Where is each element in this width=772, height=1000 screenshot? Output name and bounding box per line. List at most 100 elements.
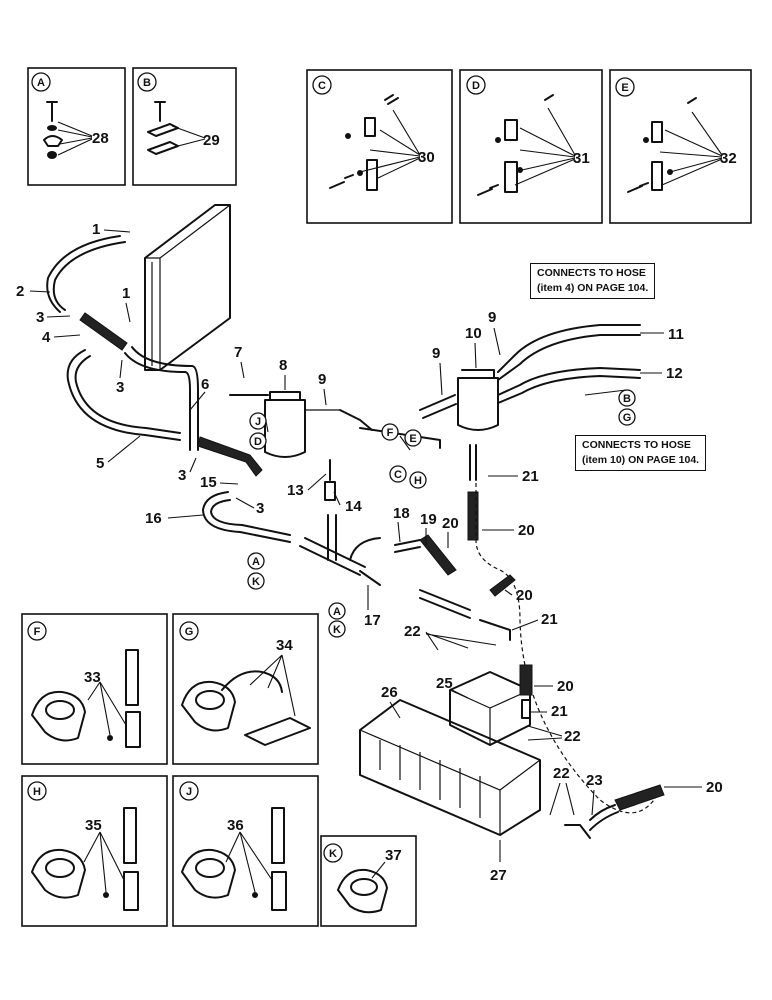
hose-note-item-10: CONNECTS TO HOSE (item 10) ON PAGE 104. bbox=[575, 435, 707, 471]
clamp-icon bbox=[181, 670, 311, 746]
cooler-lines bbox=[46, 235, 381, 586]
svg-text:A: A bbox=[252, 556, 260, 568]
reference-letters: J D F E C H B G A K A K bbox=[247, 389, 636, 638]
filter-10 bbox=[419, 324, 641, 431]
svg-text:1: 1 bbox=[92, 221, 100, 238]
mounting-bracket-icon bbox=[329, 94, 399, 191]
mounting-bracket-icon bbox=[477, 94, 554, 196]
mounting-bracket-icon bbox=[627, 97, 697, 193]
svg-text:30: 30 bbox=[418, 149, 435, 166]
inset-k: K 37 bbox=[320, 835, 417, 927]
svg-text:H: H bbox=[414, 475, 422, 487]
svg-text:28: 28 bbox=[92, 130, 109, 147]
svg-text:27: 27 bbox=[490, 867, 507, 884]
note-line: CONNECTS TO HOSE bbox=[537, 267, 646, 279]
svg-text:21: 21 bbox=[551, 703, 568, 720]
svg-text:6: 6 bbox=[201, 376, 209, 393]
svg-text:21: 21 bbox=[541, 611, 558, 628]
svg-text:5: 5 bbox=[96, 455, 104, 472]
svg-text:9: 9 bbox=[488, 309, 496, 326]
filter-8 bbox=[229, 391, 340, 458]
inset-j: J 36 bbox=[172, 775, 319, 927]
svg-text:1: 1 bbox=[122, 285, 130, 302]
svg-text:B: B bbox=[623, 393, 631, 405]
svg-text:9: 9 bbox=[318, 371, 326, 388]
inset-b: B 29 bbox=[132, 67, 237, 186]
svg-text:20: 20 bbox=[518, 522, 535, 539]
svg-text:17: 17 bbox=[364, 612, 381, 629]
svg-text:35: 35 bbox=[85, 817, 102, 834]
svg-text:2: 2 bbox=[16, 283, 24, 300]
clamp-icon bbox=[181, 807, 287, 911]
svg-text:23: 23 bbox=[586, 772, 603, 789]
svg-text:21: 21 bbox=[522, 468, 539, 485]
note-line: CONNECTS TO HOSE bbox=[582, 439, 691, 451]
svg-text:8: 8 bbox=[279, 357, 287, 374]
svg-text:29: 29 bbox=[203, 132, 220, 149]
hose-20-center bbox=[419, 534, 457, 576]
svg-text:G: G bbox=[623, 412, 632, 424]
svg-text:26: 26 bbox=[381, 684, 398, 701]
svg-text:H: H bbox=[33, 786, 41, 798]
note-line: (item 4) ON PAGE 104. bbox=[537, 282, 649, 294]
svg-text:22: 22 bbox=[553, 765, 570, 782]
svg-text:C: C bbox=[318, 80, 326, 92]
svg-text:25: 25 bbox=[436, 675, 453, 692]
svg-text:13: 13 bbox=[287, 482, 304, 499]
svg-text:D: D bbox=[254, 436, 262, 448]
svg-text:10: 10 bbox=[465, 325, 482, 342]
svg-text:C: C bbox=[394, 469, 402, 481]
svg-text:12: 12 bbox=[666, 365, 683, 382]
svg-text:G: G bbox=[185, 626, 194, 638]
inset-c: C 30 bbox=[306, 69, 453, 224]
svg-text:J: J bbox=[255, 416, 261, 428]
svg-text:37: 37 bbox=[385, 847, 402, 864]
hose-15 bbox=[197, 436, 263, 477]
bolt-clamp-icon bbox=[43, 101, 63, 159]
inset-e: E 32 bbox=[609, 69, 752, 224]
svg-text:9: 9 bbox=[432, 345, 440, 362]
oil-cooler bbox=[144, 204, 231, 371]
svg-text:A: A bbox=[333, 606, 341, 618]
svg-text:3: 3 bbox=[256, 500, 264, 517]
svg-text:20: 20 bbox=[442, 515, 459, 532]
lower-fittings bbox=[519, 664, 665, 839]
svg-text:19: 19 bbox=[420, 511, 437, 528]
svg-text:E: E bbox=[409, 433, 416, 445]
svg-text:A: A bbox=[37, 77, 45, 89]
svg-text:K: K bbox=[252, 576, 260, 588]
dashed-route bbox=[475, 455, 661, 814]
svg-text:J: J bbox=[186, 786, 192, 798]
svg-text:34: 34 bbox=[276, 637, 293, 654]
svg-text:18: 18 bbox=[393, 505, 410, 522]
bracket-clamp-icon bbox=[147, 101, 179, 155]
svg-text:D: D bbox=[472, 80, 480, 92]
svg-text:4: 4 bbox=[42, 329, 51, 346]
clamp-icon bbox=[337, 868, 388, 914]
svg-text:20: 20 bbox=[706, 779, 723, 796]
callouts: 1 1 2 3 4 3 6 5 3 15 3 16 7 8 9 9 10 9 bbox=[16, 221, 723, 884]
svg-text:11: 11 bbox=[668, 326, 684, 343]
svg-text:3: 3 bbox=[178, 467, 186, 484]
hose-note-item-4: CONNECTS TO HOSE (item 4) ON PAGE 104. bbox=[530, 263, 656, 299]
svg-text:B: B bbox=[143, 77, 151, 89]
control-valve bbox=[359, 671, 541, 836]
svg-text:16: 16 bbox=[145, 510, 162, 527]
svg-text:20: 20 bbox=[557, 678, 574, 695]
svg-text:33: 33 bbox=[84, 669, 101, 686]
svg-text:36: 36 bbox=[227, 817, 244, 834]
inset-d: D 31 bbox=[459, 69, 603, 224]
svg-text:14: 14 bbox=[345, 498, 362, 515]
clamp-icon bbox=[31, 807, 139, 911]
svg-text:E: E bbox=[621, 82, 628, 94]
inset-a: A 28 bbox=[27, 67, 126, 186]
note-line: (item 10) ON PAGE 104. bbox=[582, 454, 700, 466]
svg-text:22: 22 bbox=[404, 623, 421, 640]
inset-f: F 33 bbox=[21, 613, 168, 765]
center-fittings bbox=[324, 409, 516, 641]
inset-h: H 35 bbox=[21, 775, 168, 927]
svg-text:3: 3 bbox=[116, 379, 124, 396]
svg-text:K: K bbox=[329, 848, 337, 860]
